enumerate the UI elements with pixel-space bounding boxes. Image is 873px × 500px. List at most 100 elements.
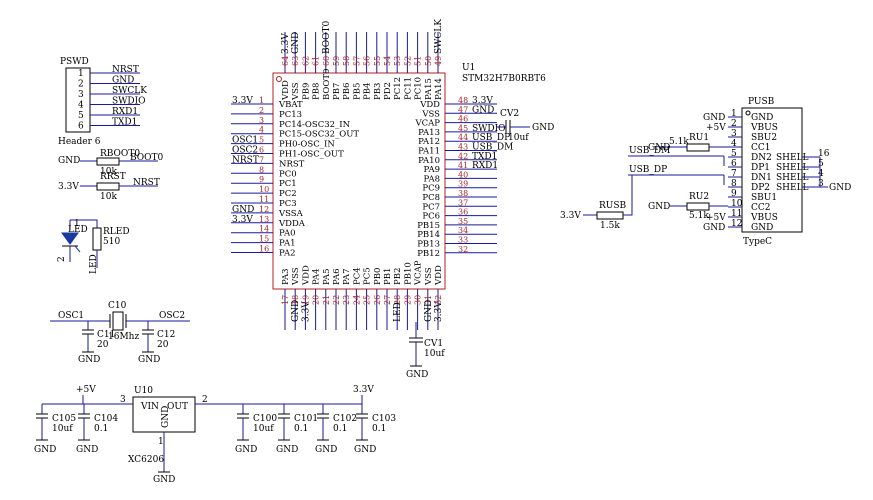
mcu-top-pin-number: 52	[403, 56, 412, 66]
mcu-left-pin-number: 2	[259, 106, 264, 115]
usb-ref: PUSB	[748, 97, 775, 107]
mcu-left-pin-number: 15	[259, 235, 269, 244]
usb-pin-name: DP1	[751, 163, 770, 173]
mcu-left-pin-number: 9	[259, 175, 264, 184]
mcu-bottom-pin-number: 30	[414, 295, 423, 305]
ru2-net: GND	[648, 202, 670, 212]
ldo-out-net: 3.3V	[353, 385, 374, 395]
crystal-circuit[interactable]: OSC1 OSC2 C10 16Mhz C11 20 GND C12 20 GN…	[50, 301, 190, 365]
ldo-cap-name: C105	[52, 414, 76, 424]
ldo-pin-gnd: 1	[158, 437, 164, 447]
c12-value: 20	[157, 340, 169, 350]
mcu-top-pin-name: PC12	[393, 77, 403, 100]
ldo-gnd-pin-label: GND	[161, 406, 171, 428]
ldo-cap-value: 0.1	[294, 424, 308, 434]
mcu-left-pin-name: PC2	[279, 189, 297, 199]
ldo-cap-value: 10uf	[253, 424, 274, 434]
mcu-left-pin-number: 1	[259, 96, 264, 105]
pswd-pin-number: 6	[78, 122, 84, 132]
mcu-left-pin-number: 4	[259, 126, 264, 135]
mcu-left-pin-number: 13	[259, 215, 269, 224]
usb-shell-label: SHELL	[776, 153, 809, 163]
mcu-right-pin-name: PC6	[422, 212, 440, 222]
mcu-bottom-pin-name: PB10	[403, 262, 413, 285]
mcu-left-pin-name: PA2	[279, 249, 296, 259]
rled-value: 510	[103, 237, 120, 247]
rusb-name: RUSB	[599, 201, 627, 211]
usb-pin-number: 4	[731, 139, 737, 149]
usb-shell-pin: 16	[818, 149, 830, 159]
mcu-left-pin-number: 11	[259, 195, 269, 204]
ldo-part: XC6206	[128, 455, 164, 465]
mcu-bottom-pin-name: VDD	[301, 265, 311, 286]
mcu-right-pin-net: GND	[472, 105, 494, 115]
mcu-left-pin-name: PA0	[279, 229, 296, 239]
mcu-bottom-pin-number: 31	[424, 295, 433, 305]
mcu-right-pin-number: 37	[458, 198, 468, 207]
ldo-cap-gnd: GND	[34, 445, 56, 455]
rusb-net: 3.3V	[560, 211, 581, 221]
mcu-right-pin-name: VDD	[419, 100, 440, 110]
mcu-right-pin-net: USB_DP	[472, 133, 510, 143]
mcu-bottom-pin-name: PC4	[352, 267, 362, 285]
mcu-top-pin-name: PB9	[301, 83, 311, 100]
mcu-bottom-pin-name: PA5	[322, 269, 332, 286]
ldo-cap-gnd: GND	[76, 445, 98, 455]
pswd-pin-net: GND	[112, 76, 134, 86]
rrst-value: 10k	[100, 192, 117, 202]
mcu-right-pin-name: VSS	[421, 109, 440, 119]
usb-pin-name: GND	[751, 113, 773, 123]
mcu-top-pin-name: PB8	[312, 83, 322, 100]
mcu-top-pin-number: 59	[332, 56, 341, 66]
usb-pin-name: GND	[751, 223, 773, 233]
mcu-top-pin-name: VSS	[291, 82, 301, 101]
ldo-cap-value: 0.1	[372, 424, 386, 434]
usb-pin-number: 7	[731, 169, 737, 179]
mcu-left-pin-net: OSC2	[232, 146, 258, 156]
pswd-pin-number: 4	[78, 101, 84, 111]
mcu-right-pin-number: 42	[458, 152, 468, 161]
mcu-right-pin-name: PC9	[422, 184, 440, 194]
mcu-pin1-marker	[276, 76, 282, 82]
mcu-bottom-pin-number: 32	[434, 295, 443, 305]
mcu-right-pin-name: PA12	[418, 137, 440, 147]
mcu-top-pin-number: 51	[414, 56, 423, 66]
usb-dp-net: USB_DP	[629, 165, 667, 175]
mcu-left-pin-net: NRST	[232, 155, 259, 165]
crystal-right-net: OSC2	[159, 311, 185, 321]
led-net: LED	[89, 254, 99, 274]
mcu-right-pin-number: 35	[458, 217, 468, 226]
usb-pin-number: 9	[731, 189, 737, 199]
ldo-cap-value: 0.1	[333, 424, 347, 434]
mcu-top-pin-name: PA15	[424, 78, 434, 100]
mcu-top-pin-name: PC10	[414, 77, 424, 100]
mcu-left-pin-number: 7	[259, 155, 264, 164]
usb-pin-name: DN1	[751, 173, 772, 183]
usb-pin-number: 10	[731, 199, 743, 209]
mcu-bottom-pin-number: 24	[352, 295, 361, 305]
mcu-left-pin-name: VSSA	[278, 209, 304, 219]
c11-value: 20	[97, 340, 109, 350]
ldo-regulator[interactable]: U10 VIN OUT GND 3 2 1 XC6206 GND +5V 3.3…	[34, 385, 396, 485]
mcu-top-pin-name: PD2	[383, 82, 393, 100]
mcu-right-pin-name: VCAP	[415, 119, 441, 129]
rboot0-resistor[interactable]: RBOOT0 GND BOOT0 10k	[58, 149, 164, 177]
led-indicator[interactable]: LED 2 1 RLED 510 LED	[57, 219, 130, 274]
rboot0-left-net: GND	[58, 156, 80, 166]
cv1-net: GND	[406, 370, 428, 380]
mcu-bottom-pin-net: GND	[291, 300, 301, 322]
mcu-top-pin-name: PB5	[352, 83, 362, 100]
mcu-top-pin-name: PC11	[403, 77, 413, 100]
rrst-resistor[interactable]: RRST 3.3V NRST 10k	[58, 172, 160, 202]
mcu-bottom-pin-number: 22	[332, 295, 341, 305]
ru1-name: RU1	[689, 133, 709, 143]
mcu-top-pin-number: 61	[312, 56, 321, 66]
mcu-right-pin-name: PC7	[422, 202, 440, 212]
mcu-right-pin-number: 48	[458, 96, 468, 105]
mcu-bottom-pin-name: PC5	[363, 267, 373, 285]
mcu-top-pin-number: 63	[291, 56, 300, 66]
mcu-left-pin-name: VBAT	[278, 100, 303, 110]
